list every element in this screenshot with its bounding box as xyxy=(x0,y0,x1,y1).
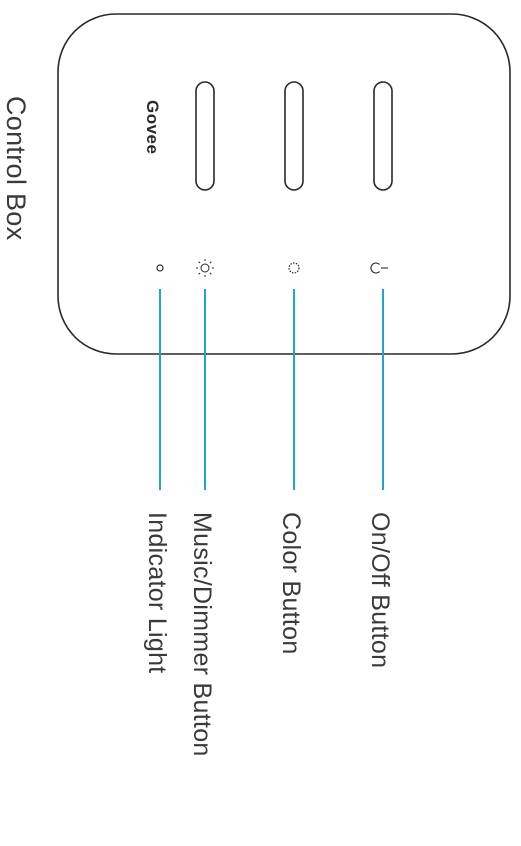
control-box-outline xyxy=(57,13,511,355)
sun-icon xyxy=(196,259,214,277)
color-button-label: Color Button xyxy=(277,512,305,655)
music-button-slot xyxy=(195,81,215,191)
diagram-title: Control Box xyxy=(1,96,31,241)
music-dimmer-button-label: Music/Dimmer Button xyxy=(188,512,216,757)
indicator-light-label: Indicator Light xyxy=(143,512,171,674)
onoff-button-slot xyxy=(373,81,393,191)
onoff-button-label: On/Off Button xyxy=(366,512,394,669)
indicator-dot-icon xyxy=(156,264,164,272)
color-ring-icon xyxy=(288,262,300,274)
power-icon xyxy=(370,262,388,274)
color-button-slot xyxy=(284,81,304,191)
govee-logo: Govee xyxy=(143,100,162,155)
